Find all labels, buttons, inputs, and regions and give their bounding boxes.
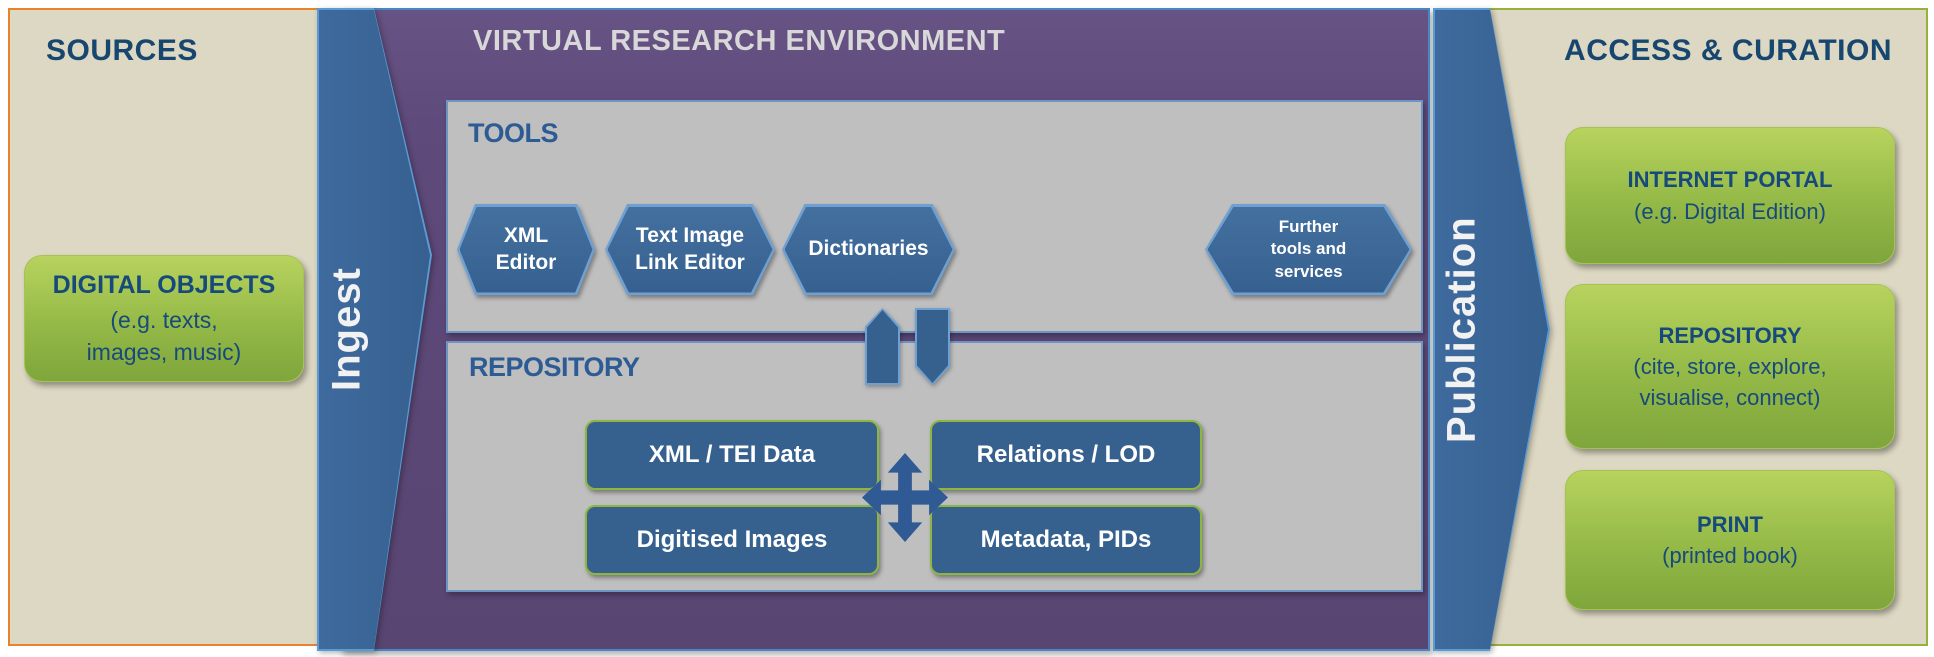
tool-label-line: Further [1278,217,1339,237]
tool-hexagon-further-tools: Further tools and services [1205,204,1412,295]
ingest-arrow: Ingest [317,8,432,651]
digital-objects-sub1: (e.g. texts, [110,306,218,333]
tools-section-title: TOOLS [468,118,559,148]
digital-objects-label: DIGITAL OBJECTS [52,271,276,300]
access-repository-sub2: visualise, connect) [1639,385,1821,411]
tool-label-line: Link Editor [635,250,745,274]
tool-label-line: Editor [495,250,557,274]
internet-portal-label: INTERNET PORTAL [1627,167,1833,193]
access-repository-label: REPOSITORY [1658,322,1802,348]
tool-label-line: services [1274,261,1343,281]
tool-label-line: Text Image [635,224,745,248]
internet-portal-sub: (e.g. Digital Edition) [1634,198,1826,224]
repo-box-xml-tei-data: XML / TEI Data [585,420,879,490]
print-box: PRINT (printed book) [1565,470,1895,610]
repo-box-digitised-images: Digitised Images [585,505,879,575]
sources-panel-title: SOURCES [46,34,198,67]
repo-box-relations-lod: Relations / LOD [930,420,1202,490]
repository-section: REPOSITORY XML / TEI Data Relations / LO… [446,341,1423,592]
print-label: PRINT [1697,511,1763,537]
publication-label: Publication [1439,216,1484,443]
digital-objects-box: DIGITAL OBJECTS (e.g. texts, images, mus… [24,255,304,382]
publication-arrow: Publication [1433,8,1550,651]
tool-label-line: tools and [1270,239,1347,259]
access-repository-sub1: (cite, store, explore, [1633,353,1827,379]
down-arrow-icon [915,308,950,385]
repository-section-title: REPOSITORY [469,352,640,382]
tool-hexagon-text-image-link-editor: Text Image Link Editor [605,204,775,295]
tool-label-line: Dictionaries [808,237,929,261]
tool-label-line: XML [503,224,549,248]
tools-section: TOOLS XML Editor Text Image Link Editor [446,100,1423,333]
digital-objects-sub2: images, music) [86,339,242,366]
tool-hexagon-dictionaries: Dictionaries [782,204,955,295]
vre-panel: VIRTUAL RESEARCH ENVIRONMENT TOOLS XML E… [340,8,1430,651]
access-repository-box: REPOSITORY (cite, store, explore, visual… [1565,284,1895,449]
internet-portal-box: INTERNET PORTAL (e.g. Digital Edition) [1565,127,1895,264]
vre-title: VIRTUAL RESEARCH ENVIRONMENT [473,25,1006,57]
sources-panel: SOURCES DIGITAL OBJECTS (e.g. texts, ima… [8,8,320,646]
repo-box-metadata-pids: Metadata, PIDs [930,505,1202,575]
up-arrow-icon [865,308,900,385]
access-curation-title: ACCESS & CURATION [1564,34,1892,67]
ingest-label: Ingest [324,267,369,392]
access-curation-panel: ACCESS & CURATION INTERNET PORTAL (e.g. … [1460,8,1928,646]
print-sub: (printed book) [1662,543,1798,568]
tool-hexagon-xml-editor: XML Editor [457,204,595,295]
